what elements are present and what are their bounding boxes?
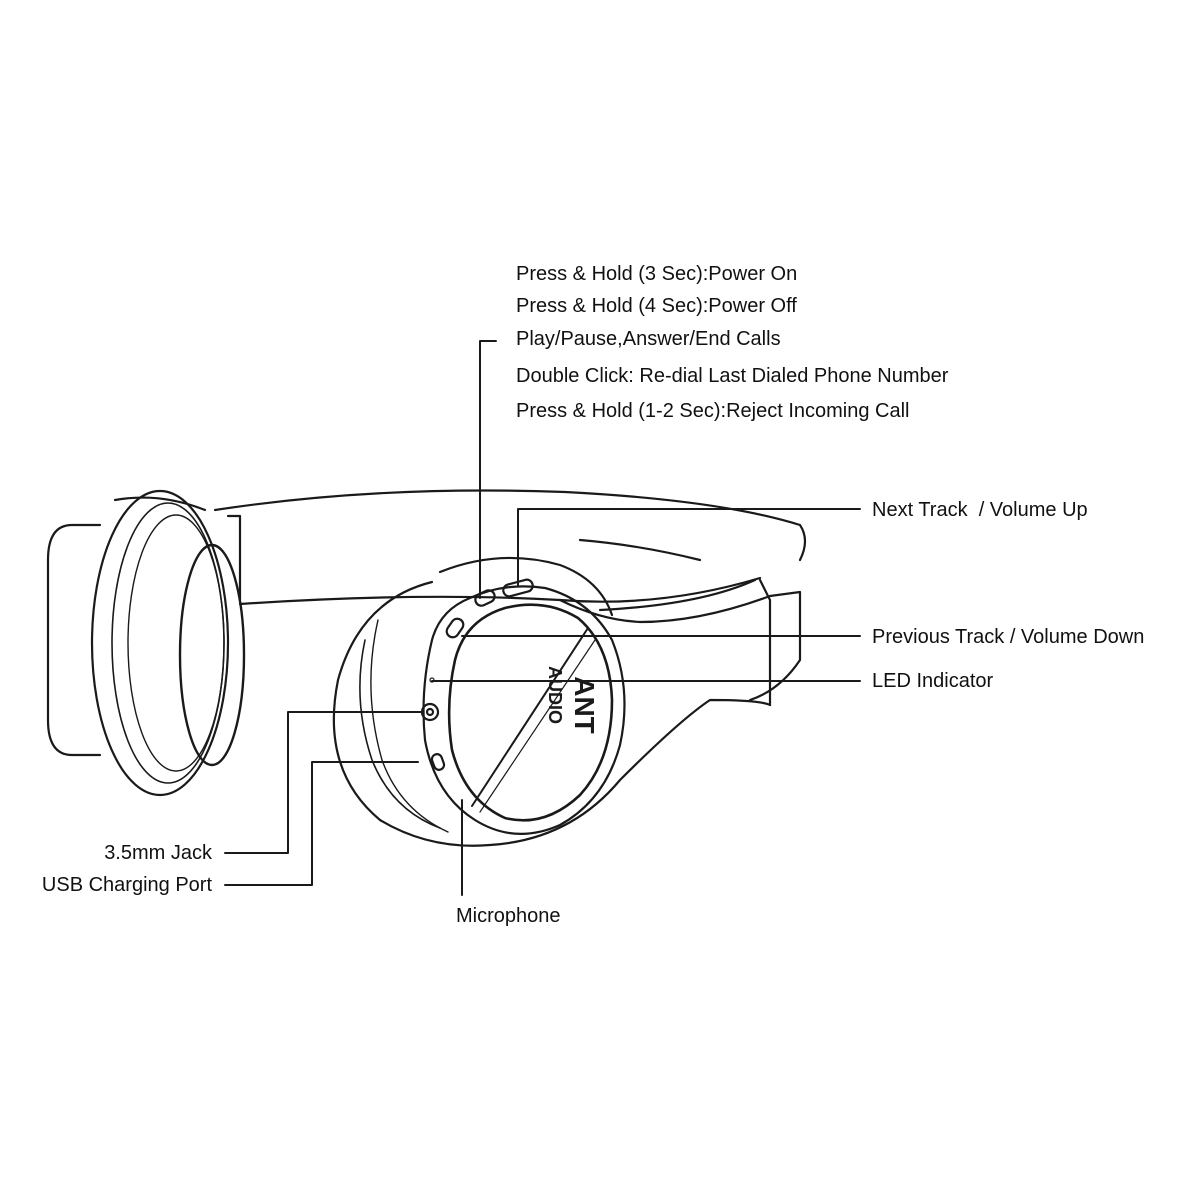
multifunction-line-3: Play/Pause,Answer/End Calls — [516, 328, 781, 350]
right-ear-cup — [332, 556, 772, 847]
logo-audio: AUDIO — [545, 666, 565, 724]
jack-label: 3.5mm Jack — [104, 842, 212, 864]
usb-leader — [224, 761, 419, 886]
brand-logo: ANT AUDIO — [545, 666, 600, 734]
headband — [213, 489, 807, 707]
led-indicator-label: LED Indicator — [872, 670, 994, 692]
previous-track-label: Previous Track / Volume Down — [872, 626, 1145, 648]
usb-port-label: USB Charging Port — [41, 874, 212, 896]
jack-leader — [224, 711, 423, 854]
next-track-leader — [517, 508, 861, 586]
next-track-label: Next Track / Volume Up — [872, 499, 1088, 521]
multifunction-leader — [479, 340, 497, 599]
logo-ant: ANT — [569, 676, 600, 734]
multifunction-line-4: Double Click: Re-dial Last Dialed Phone … — [516, 365, 949, 387]
microphone-label: Microphone — [456, 905, 561, 927]
multifunction-line-5: Press & Hold (1-2 Sec):Reject Incoming C… — [516, 400, 910, 422]
callout-lines — [224, 340, 861, 896]
multifunction-line-1: Press & Hold (3 Sec):Power On — [516, 263, 798, 285]
left-ear-cup — [46, 489, 246, 797]
multifunction-line-2: Press & Hold (4 Sec):Power Off — [516, 295, 797, 317]
